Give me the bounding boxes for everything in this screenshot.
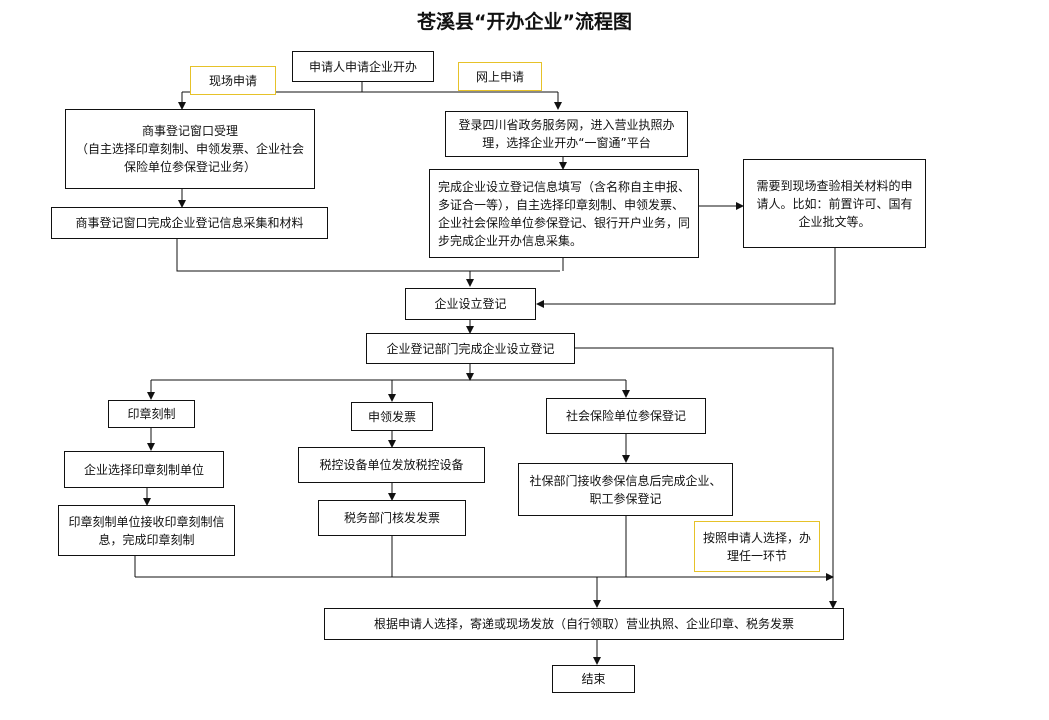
- connector-window-collect-down: [176, 239, 560, 272]
- node-window-accept: 商事登记窗口受理 （自主选择印章刻制、申领发票、企业社会保险单位参保登记业务）: [65, 109, 315, 189]
- node-social-insurance: 社会保险单位参保登记: [546, 398, 706, 434]
- node-online-login: 登录四川省政务服务网，进入营业执照办理，选择企业开办“一窗通”平台: [445, 111, 688, 157]
- node-window-collect-label: 商事登记窗口完成企业登记信息采集和材料: [75, 216, 304, 230]
- node-social-insurance-label: 社会保险单位参保登记: [565, 409, 686, 423]
- node-tax-device: 税控设备单位发放税控设备: [298, 447, 485, 483]
- node-window-collect: 商事登记窗口完成企业登记信息采集和材料: [51, 207, 328, 239]
- node-seal-complete: 印章刻制单位接收印章刻制信息，完成印章刻制: [58, 505, 235, 556]
- node-seal: 印章刻制: [108, 400, 195, 428]
- node-seal-select-label: 企业选择印章刻制单位: [83, 462, 204, 477]
- node-window-accept-label: 商事登记窗口受理 （自主选择印章刻制、申领发票、企业社会保险单位参保登记业务）: [75, 124, 304, 174]
- connectors: [134, 81, 837, 665]
- node-si-complete: 社保部门接收参保信息后完成企业、职工参保登记: [518, 463, 733, 516]
- node-delivery: 根据申请人选择，寄递或现场发放（自行领取）营业执照、企业印章、税务发票: [324, 608, 844, 640]
- label-online: 网上申请: [458, 62, 542, 91]
- connector-verify-to-establish: [536, 248, 836, 308]
- node-online-fill: 完成企业设立登记信息填写（含名称自主申报、多证合一等），自主选择印章刻制、申领发…: [429, 169, 699, 258]
- label-onsite-text: 现场申请: [208, 73, 257, 88]
- label-online-text: 网上申请: [475, 69, 524, 84]
- node-end-label: 结束: [581, 672, 606, 686]
- node-online-fill-label: 完成企业设立登记信息填写（含名称自主申报、多证合一等），自主选择印章刻制、申领发…: [438, 179, 691, 248]
- node-seal-select: 企业选择印章刻制单位: [64, 451, 224, 488]
- node-choice-note: 按照申请人选择，办理任一环节: [694, 521, 820, 572]
- label-onsite: 现场申请: [190, 66, 276, 95]
- node-tax-device-label: 税控设备单位发放税控设备: [319, 458, 464, 472]
- node-establish: 企业设立登记: [405, 288, 536, 320]
- node-si-complete-label: 社保部门接收参保信息后完成企业、职工参保登记: [529, 473, 722, 506]
- node-delivery-label: 根据申请人选择，寄递或现场发放（自行领取）营业执照、企业印章、税务发票: [373, 617, 794, 631]
- node-verify-note: 需要到现场查验相关材料的申请人。比如：前置许可、国有企业批文等。: [743, 159, 926, 248]
- chart-title: 苍溪县“开办企业”流程图: [417, 11, 632, 33]
- node-invoice: 申领发票: [351, 402, 433, 431]
- node-tax-invoice-label: 税务部门核发发票: [343, 511, 440, 525]
- node-end: 结束: [552, 665, 635, 693]
- connector-done-side-route: [575, 347, 837, 609]
- node-registration-done: 企业登记部门完成企业设立登记: [366, 333, 575, 364]
- node-choice-note-label: 按照申请人选择，办理任一环节: [703, 530, 812, 563]
- node-tax-invoice: 税务部门核发发票: [318, 500, 466, 536]
- node-start-label: 申请人申请企业开办: [308, 59, 417, 74]
- node-registration-done-label: 企业登记部门完成企业设立登记: [386, 341, 555, 356]
- node-start: 申请人申请企业开办: [292, 51, 434, 82]
- node-establish-label: 企业设立登记: [434, 297, 507, 311]
- node-invoice-label: 申领发票: [367, 409, 416, 424]
- node-verify-note-label: 需要到现场查验相关材料的申请人。比如：前置许可、国有企业批文等。: [756, 178, 913, 229]
- node-online-login-label: 登录四川省政务服务网，进入营业执照办理，选择企业开办“一窗通”平台: [458, 118, 675, 150]
- node-seal-complete-label: 印章刻制单位接收印章刻制信息，完成印章刻制: [68, 514, 225, 547]
- node-seal-label: 印章刻制: [127, 407, 176, 421]
